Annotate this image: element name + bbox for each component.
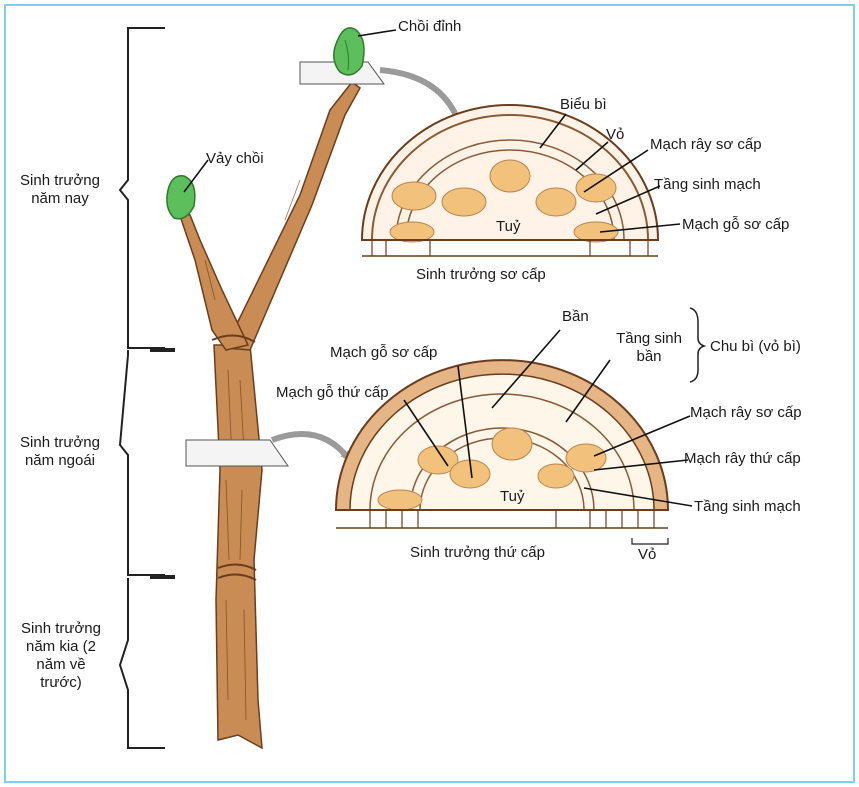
stem-drawing bbox=[176, 61, 385, 750]
caption-secondary-growth: Sinh trưởng thứ cấp bbox=[410, 544, 545, 561]
label-cork: Bần bbox=[562, 308, 589, 325]
caption-primary-growth: Sinh trưởng sơ cấp bbox=[416, 266, 546, 283]
secondary-cross-section bbox=[334, 359, 670, 545]
apical-bud-shape bbox=[333, 27, 365, 76]
label-bark: Vỏ bbox=[638, 546, 657, 563]
label-apical-bud: Chồi đỉnh bbox=[398, 18, 462, 35]
label-vascular-cambium-2: Tầng sinh mạch bbox=[694, 498, 801, 515]
label-secondary-phloem: Mạch rây thứ cấp bbox=[684, 450, 801, 467]
label-this-year-growth: Sinh trưởng năm nay bbox=[20, 172, 100, 207]
label-primary-xylem-1: Mạch gỗ sơ cấp bbox=[682, 216, 790, 233]
arrow-to-primary-section bbox=[379, 67, 461, 124]
leader-lines bbox=[183, 29, 693, 507]
arrow-to-secondary-section bbox=[270, 431, 351, 462]
label-pith-secondary: Tuỷ bbox=[500, 488, 525, 505]
label-cortex-primary: Vỏ bbox=[606, 126, 625, 143]
label-pith-primary: Tuỷ bbox=[496, 218, 521, 235]
label-primary-xylem-2: Mạch gỗ sơ cấp bbox=[330, 344, 438, 361]
label-primary-phloem-1: Mạch rây sơ cấp bbox=[650, 136, 762, 153]
label-bud-scale: Vảy chồi bbox=[206, 150, 264, 167]
label-primary-phloem-2: Mạch rây sơ cấp bbox=[690, 404, 802, 421]
label-two-years-growth: Sinh trưởng năm kia (2 năm về trước) bbox=[21, 620, 101, 691]
label-secondary-xylem: Mạch gỗ thứ cấp bbox=[276, 384, 389, 401]
label-periderm: Chu bì (vỏ bì) bbox=[710, 338, 801, 355]
growth-timeline-bracket bbox=[118, 27, 175, 749]
label-vascular-cambium-1: Tầng sinh mạch bbox=[654, 176, 761, 193]
label-epidermis: Biểu bì bbox=[560, 96, 607, 113]
label-cork-cambium: Tầng sinh bần bbox=[616, 330, 682, 365]
label-last-year-growth: Sinh trưởng năm ngoái bbox=[20, 434, 100, 469]
primary-cross-section bbox=[360, 104, 660, 257]
periderm-brace bbox=[689, 307, 707, 383]
